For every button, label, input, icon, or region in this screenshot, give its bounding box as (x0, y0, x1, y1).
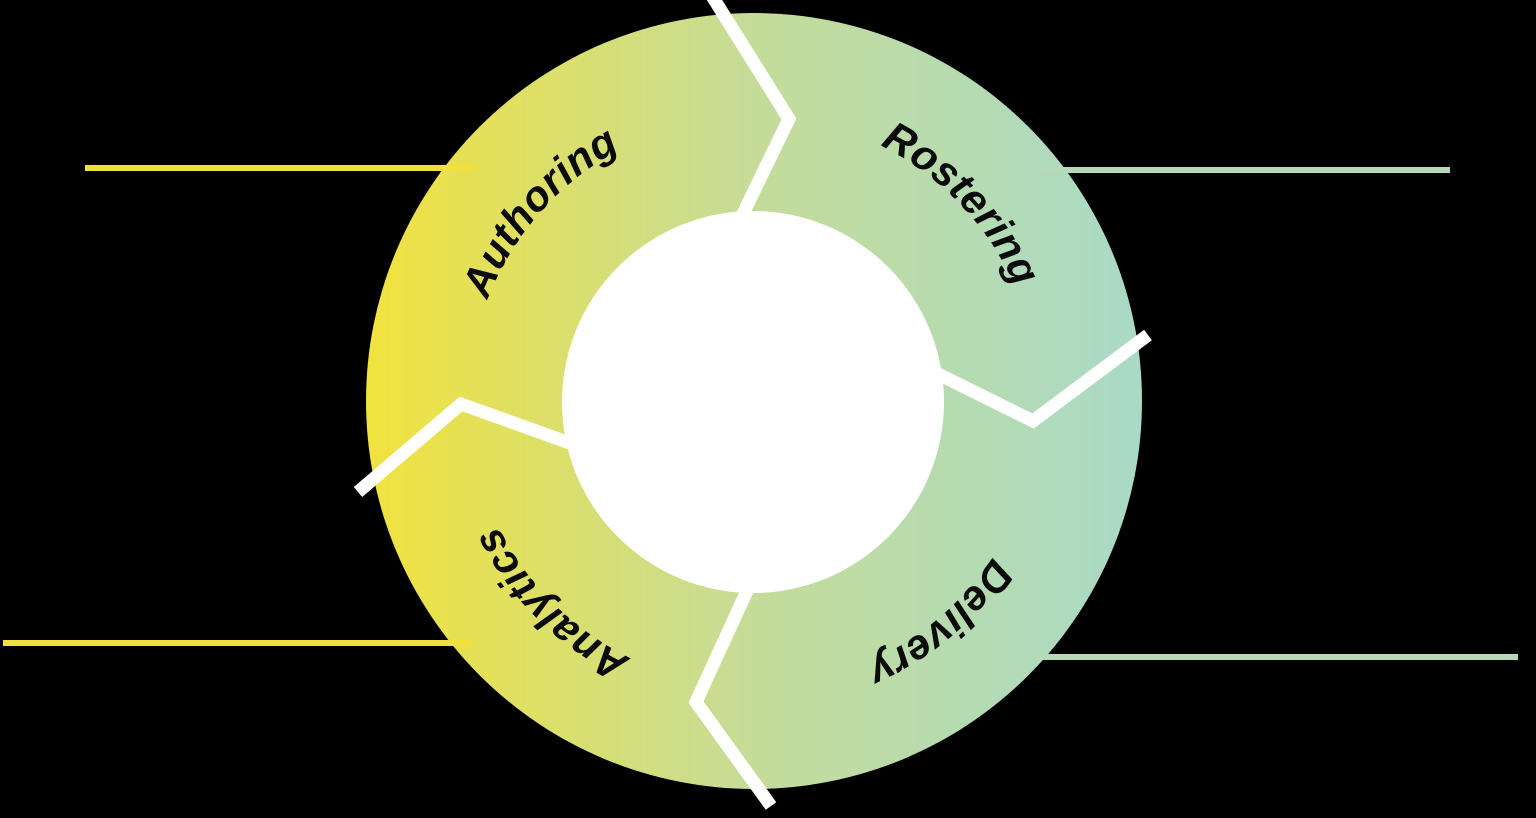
inner-circle (562, 211, 944, 593)
divider-arrow-top (706, 0, 797, 227)
divider-arrow-bottom (688, 577, 777, 810)
divider-arrow-right (927, 329, 1152, 429)
divider-arrow-left (353, 396, 581, 497)
